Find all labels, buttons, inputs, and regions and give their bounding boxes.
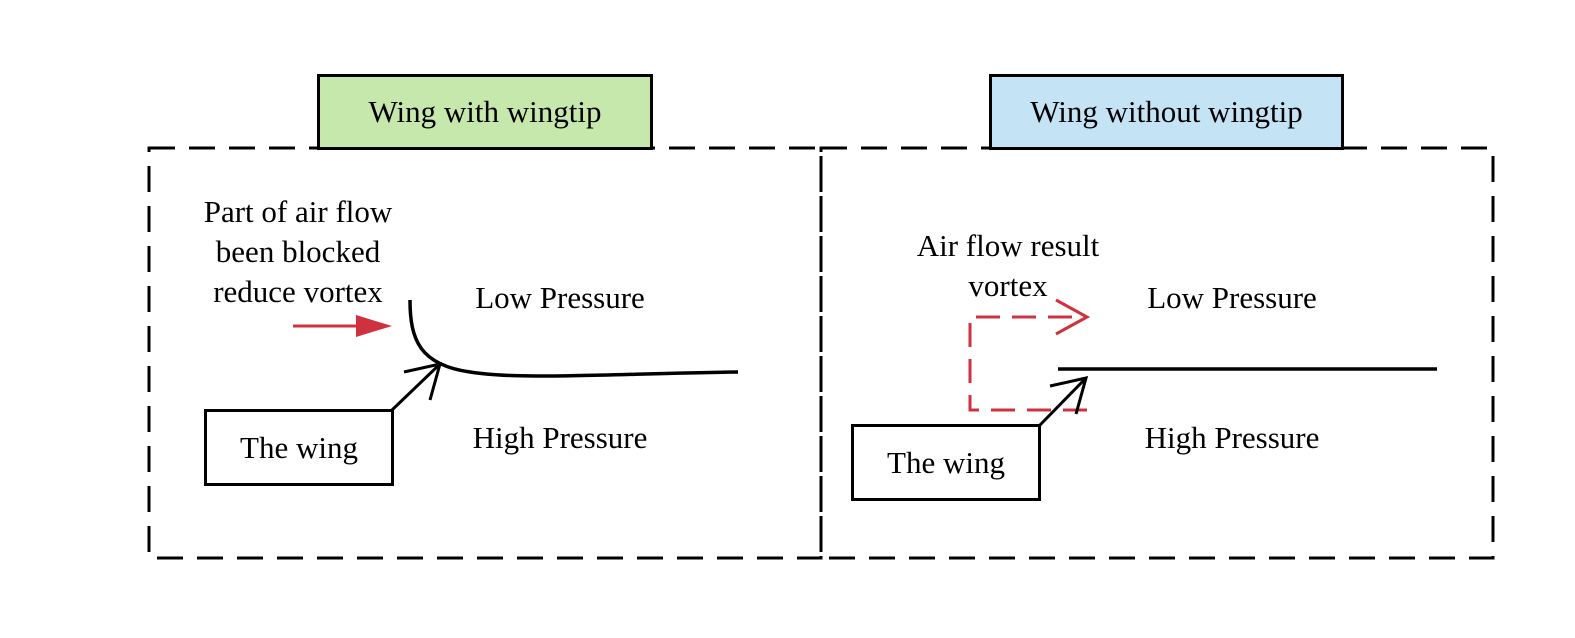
left-airflow-note: Part of air flow been blocked reduce vor… <box>204 192 393 312</box>
right-wing-pointer-arrow <box>1038 375 1089 427</box>
left-title-fill <box>317 74 653 150</box>
vortex-airflow-arrow <box>968 298 1091 412</box>
right-high-pressure-label: High Pressure <box>1144 420 1320 455</box>
left-panel-title: Wing with wingtip <box>317 74 653 150</box>
right-panel-title: Wing without wingtip <box>989 74 1344 150</box>
right-low-pressure-label: Low Pressure <box>1147 280 1317 315</box>
left-airflow-note-line-3: reduce vortex <box>213 274 383 309</box>
left-airflow-note-line-1: Part of air flow <box>203 194 393 229</box>
left-airflow-note-line-2: been blocked <box>215 234 381 269</box>
left-wing-pointer-arrow <box>390 361 443 412</box>
right-airflow-note-line-2: vortex <box>968 268 1048 303</box>
right-airflow-note-line-1: Air flow result <box>916 228 1100 263</box>
left-high-pressure-label: High Pressure <box>472 420 648 455</box>
left-wing-label: The wing <box>204 409 394 486</box>
left-low-pressure-label: Low Pressure <box>475 280 645 315</box>
right-airflow-note: Air flow result vortex <box>917 226 1100 306</box>
blocked-airflow-arrow <box>293 315 392 337</box>
right-title-fill <box>989 74 1344 150</box>
right-wing-label: The wing <box>851 424 1041 501</box>
wing-with-wingtip-shape <box>408 299 739 378</box>
